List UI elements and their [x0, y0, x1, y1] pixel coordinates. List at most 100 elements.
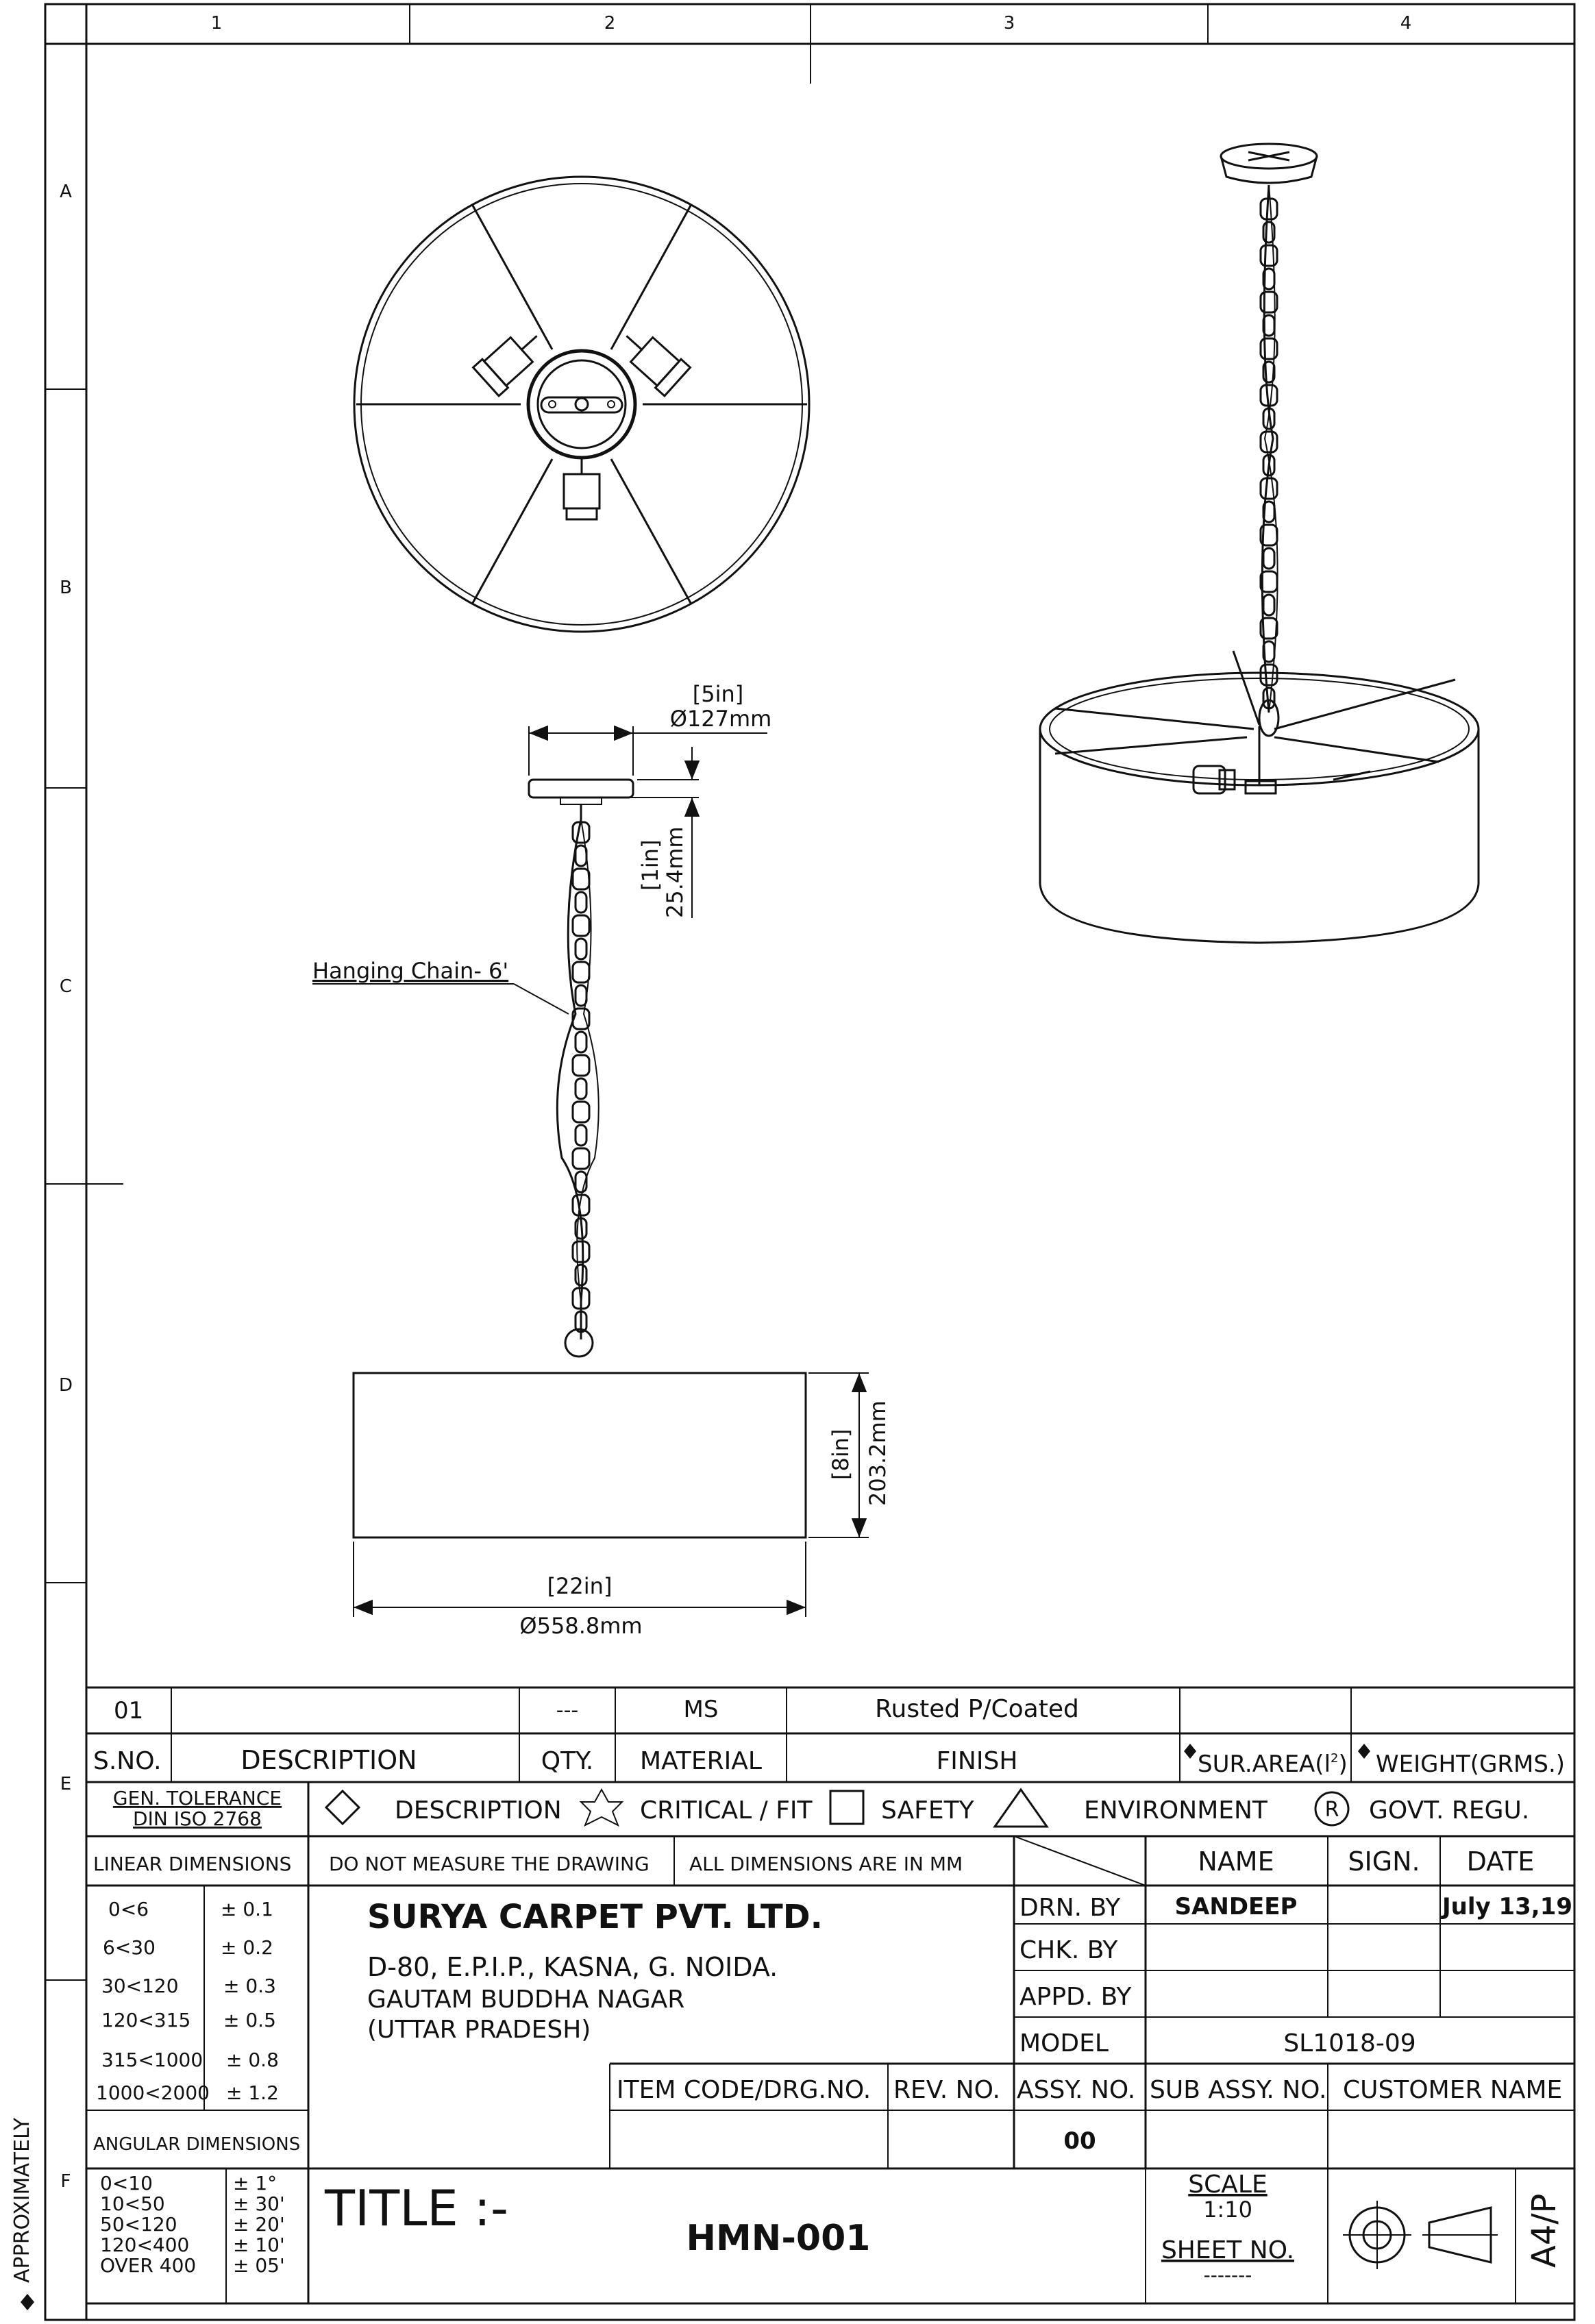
chain-link: [571, 1240, 591, 1263]
chk-by-label: CHK. BY: [1019, 1936, 1118, 1964]
company-name: SURYA CARPET PVT. LTD.: [367, 1898, 823, 1936]
square-icon: [829, 1790, 865, 1825]
all-dims-mm-note: ALL DIMENSIONS ARE IN MM: [689, 1853, 963, 1875]
company-address-1: D-80, E.P.I.P., KASNA, G. NOIDA.: [367, 1952, 778, 1982]
zone-col-4: 4: [1400, 13, 1412, 34]
zone-row-d: D: [59, 1375, 73, 1396]
codes-row: ITEM CODE/DRG.NO. REV. NO. ASSY. NO. SUB…: [617, 2076, 1562, 2155]
dim-shade-dia-mm: Ø558.8mm: [519, 1613, 642, 1639]
chain-link: [1259, 617, 1278, 640]
lin-tol-value: ± 0.3: [223, 1975, 276, 1997]
govt-symbol: R: [1325, 1798, 1339, 1822]
bom-qty: ---: [556, 1698, 578, 1722]
ang-tol-range: 50<120: [100, 2213, 177, 2236]
title-block: [86, 1835, 1574, 2305]
zone-row-f: F: [61, 2171, 71, 2192]
bom-header-finish: FINISH: [937, 1747, 1018, 1775]
bom-material: MS: [684, 1696, 719, 1723]
dimension-texts: [5in] Ø127mm [1in] 25.4mm Hanging Chain-…: [312, 681, 891, 1639]
bom-header-material: MATERIAL: [640, 1747, 762, 1775]
triangle-icon: [993, 1788, 1049, 1828]
signoff-date-header: DATE: [1467, 1846, 1535, 1877]
do-not-measure-note: DO NOT MEASURE THE DRAWING: [329, 1853, 650, 1875]
paper-size: A4/P: [1525, 2194, 1563, 2269]
chain-link: [574, 844, 588, 867]
chain-link: [574, 1170, 588, 1194]
star-icon: [579, 1788, 624, 1827]
chain-link: [571, 961, 591, 984]
chain-link: [1262, 547, 1276, 570]
chain-link: [574, 937, 588, 961]
diamond-icon: [1358, 1744, 1370, 1759]
chain-links: [571, 197, 1278, 1333]
lin-tol-range: 315<1000: [101, 2049, 203, 2071]
zone-row-e: E: [60, 1774, 71, 1794]
lin-tol-range: 6<30: [103, 1936, 156, 1959]
bom-header-weight: WEIGHT(GRMS.): [1376, 1751, 1565, 1778]
ang-tol-value: ± 05': [233, 2254, 285, 2277]
lin-tol-range: 1000<2000: [96, 2081, 210, 2104]
sheet-no-label: SHEET NO.: [1161, 2236, 1294, 2264]
chain-link: [1262, 221, 1276, 244]
title-value: HMN-001: [687, 2218, 871, 2259]
dim-top-width-mm: Ø127mm: [670, 706, 772, 732]
chain-link: [571, 867, 591, 891]
scale-value: 1:10: [1203, 2197, 1252, 2223]
chain-link: [574, 984, 588, 1007]
dim-canopy-mm: 25.4mm: [662, 826, 688, 918]
isometric-view: [1039, 143, 1480, 944]
drawing-frame: [44, 3, 1576, 2321]
ang-tol-value: ± 30': [233, 2192, 285, 2215]
lin-tol-range: 120<315: [101, 2009, 190, 2031]
chain-link: [1262, 593, 1276, 617]
front-elevation: [352, 778, 807, 1539]
chain-link: [1259, 430, 1278, 454]
chain-link: [571, 914, 591, 937]
drn-by-label: DRN. BY: [1019, 1894, 1121, 1922]
chain-link: [574, 1217, 588, 1240]
company-info: SURYA CARPET PVT. LTD. D-80, E.P.I.P., K…: [367, 1898, 823, 2044]
lin-tol-value: ± 1.2: [226, 2081, 279, 2104]
chain-link: [1259, 663, 1278, 687]
appd-by-label: APPD. BY: [1019, 1983, 1132, 2011]
bom-header-description: DESCRIPTION: [240, 1745, 417, 1775]
notes-row: LINEAR DIMENSIONS DO NOT MEASURE THE DRA…: [93, 1853, 963, 2155]
chain-link: [571, 1100, 591, 1124]
signoff-table: NAME SIGN. DATE DRN. BY SANDEEP July 13,…: [1019, 1846, 1572, 2057]
approximately-note: APPROXIMATELY: [10, 2117, 34, 2283]
bom-header-qty: QTY.: [541, 1747, 593, 1775]
legend-environment: ENVIRONMENT: [1084, 1796, 1268, 1825]
model-value: SL1018-09: [1283, 2029, 1415, 2057]
chain-link: [571, 1194, 591, 1217]
chain-link: [1259, 477, 1278, 500]
chain-link: [574, 1263, 588, 1287]
bom-table: 01 --- MS Rusted P/Coated S.NO. DESCRIPT…: [86, 1686, 1574, 1783]
hanging-chain-label: Hanging Chain- 6': [312, 958, 508, 984]
customer-name-label: CUSTOMER NAME: [1343, 2076, 1562, 2104]
linear-tolerance-table: 0<6 ± 0.1 6<30 ± 0.2 30<120 ± 0.3 120<31…: [96, 1898, 279, 2104]
din-iso-label: DIN ISO 2768: [133, 1807, 262, 1830]
projection-symbol-icon: [1343, 2201, 1498, 2269]
scale-label: SCALE: [1188, 2171, 1267, 2199]
diamond-icon: [21, 2294, 34, 2310]
chain-link: [571, 1287, 591, 1310]
zone-row-a: A: [60, 182, 72, 202]
dimension-lines: [312, 725, 869, 1617]
chain-link: [574, 1077, 588, 1100]
dim-shade-height-mm: 203.2mm: [865, 1400, 891, 1506]
ang-tol-range: 10<50: [100, 2192, 165, 2215]
zone-row-labels: A B C D E F: [59, 182, 73, 2192]
signoff-sign-header: SIGN.: [1348, 1846, 1420, 1877]
chain-link: [1262, 454, 1276, 477]
sub-assy-no-label: SUB ASSY. NO.: [1150, 2076, 1327, 2104]
bom-sno: 01: [114, 1697, 143, 1725]
drn-by-date: July 13,19: [1441, 1893, 1572, 1920]
chain-link: [571, 821, 591, 844]
zone-col-1: 1: [211, 13, 223, 34]
chain-link: [574, 1030, 588, 1054]
chain-link: [574, 1310, 588, 1333]
ang-tol-value: ± 20': [233, 2213, 285, 2236]
ang-tol-value: ± 10': [233, 2234, 285, 2256]
chain-link: [571, 1054, 591, 1077]
